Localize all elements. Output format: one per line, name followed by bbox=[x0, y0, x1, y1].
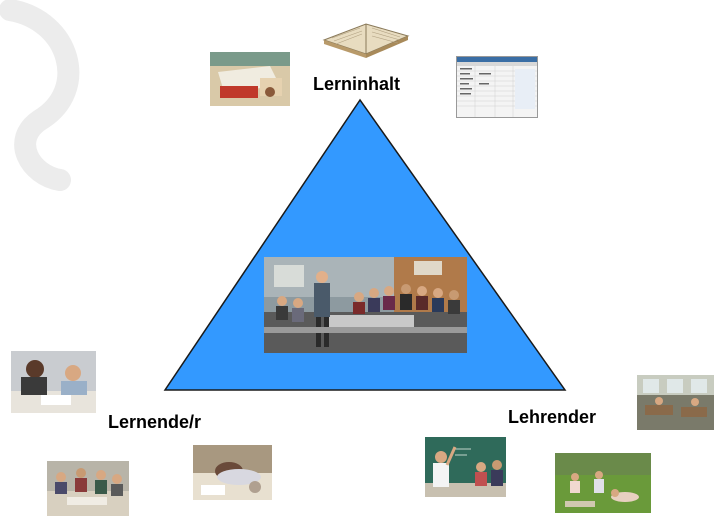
spreadsheet-image bbox=[456, 56, 538, 118]
label-teacher: Lehrender bbox=[508, 407, 597, 427]
watermark-decoration bbox=[0, 0, 80, 191]
student-resting-image bbox=[193, 445, 272, 500]
group-work-image bbox=[47, 461, 129, 516]
teacher-at-board-image bbox=[425, 437, 506, 497]
book-image bbox=[320, 10, 412, 62]
label-learning-content: Lerninhalt bbox=[313, 74, 401, 94]
classroom-image bbox=[264, 257, 467, 353]
room-interior-image bbox=[637, 375, 714, 430]
outdoor-class-image bbox=[555, 453, 651, 513]
desk-materials-image bbox=[210, 52, 290, 106]
label-learner: Lernende/r bbox=[108, 412, 202, 432]
students-writing-image bbox=[11, 351, 96, 413]
